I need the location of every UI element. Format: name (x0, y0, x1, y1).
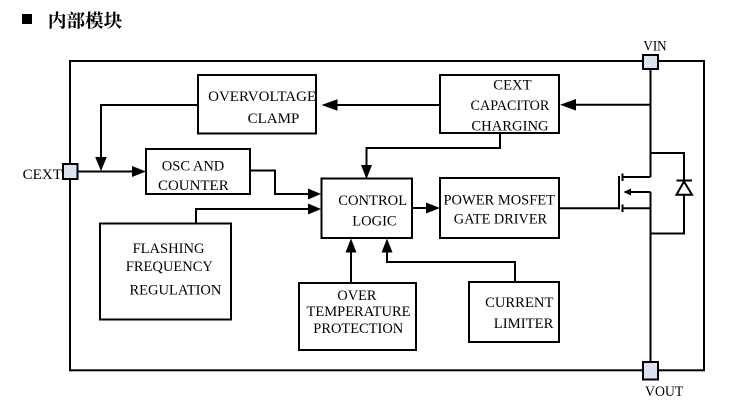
svg-text:POWER MOSFET: POWER MOSFET (444, 192, 556, 208)
svg-text:TEMPERATURE: TEMPERATURE (307, 304, 411, 320)
svg-text:CAPACITOR: CAPACITOR (471, 98, 550, 114)
svg-text:OVER: OVER (337, 288, 376, 304)
svg-text:CURRENT: CURRENT (485, 295, 553, 311)
svg-text:FREQUENCY: FREQUENCY (126, 259, 213, 275)
svg-text:CHARGING: CHARGING (471, 119, 548, 135)
svg-text:COUNTER: COUNTER (158, 178, 229, 194)
svg-text:VIN: VIN (643, 38, 666, 54)
svg-text:PROTECTION: PROTECTION (313, 321, 403, 337)
svg-text:LIMITER: LIMITER (494, 316, 554, 332)
svg-text:REGULATION: REGULATION (130, 283, 222, 299)
svg-text:OSC AND: OSC AND (162, 159, 225, 175)
svg-text:LOGIC: LOGIC (352, 213, 396, 229)
svg-text:GATE DRIVER: GATE DRIVER (454, 212, 547, 228)
svg-text:VOUT: VOUT (645, 384, 683, 400)
svg-text:FLASHING: FLASHING (133, 241, 205, 257)
svg-text:CEXT: CEXT (493, 78, 531, 94)
svg-text:OVERVOLTAGE: OVERVOLTAGE (208, 89, 316, 105)
svg-text:CEXT: CEXT (23, 167, 62, 183)
svg-text:CONTROL: CONTROL (338, 193, 407, 209)
svg-text:CLAMP: CLAMP (248, 111, 300, 127)
